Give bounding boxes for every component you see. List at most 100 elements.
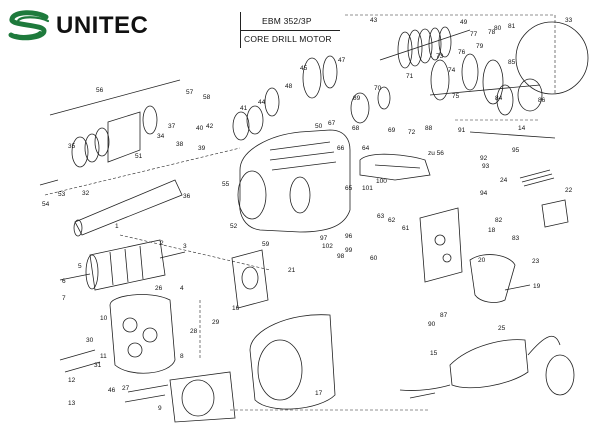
brush-holder-19 — [469, 254, 516, 303]
part-number-66: 66 — [337, 145, 345, 152]
part-number-86: 86 — [538, 97, 546, 104]
part-number-28: 28 — [190, 328, 198, 335]
part-number-54: 54 — [42, 201, 50, 208]
part-number-11: 11 — [100, 353, 107, 360]
model-number: EBM 352/3P — [262, 16, 312, 26]
part-number-16: 16 — [232, 305, 240, 312]
part-number-19: 19 — [533, 283, 541, 290]
part-number-56: 56 — [96, 87, 104, 94]
unitec-logo-icon — [8, 10, 50, 41]
part-number-1: 1 — [115, 223, 119, 230]
part-number-83: 83 — [512, 235, 520, 242]
part-number-70: 70 — [374, 85, 382, 92]
cable-14 — [469, 131, 556, 139]
part-number-14: 14 — [518, 125, 526, 132]
part-number-89: 89 — [353, 95, 361, 102]
part-number-10: 10 — [100, 315, 108, 322]
spring-24 — [519, 169, 555, 187]
part-number-73: 73 — [436, 53, 444, 60]
part-number-60: 60 — [370, 255, 378, 262]
bearing-set-56 — [49, 79, 181, 168]
part-number-35: 35 — [68, 143, 76, 150]
part-number-75: 75 — [452, 93, 460, 100]
motor-housing-17 — [249, 314, 336, 410]
part-number-58: 58 — [203, 94, 211, 101]
part-number-17: 17 — [315, 390, 323, 397]
part-number-79: 79 — [476, 43, 484, 50]
side-handle-100 — [359, 153, 431, 181]
part-number-18: 18 — [488, 227, 496, 234]
part-number-21: 21 — [288, 267, 296, 274]
part-number-22: 22 — [565, 187, 573, 194]
part-number-94: 94 — [480, 190, 488, 197]
part-number-29: 29 — [212, 319, 220, 326]
part-number-93: 93 — [482, 163, 490, 170]
part-number-77: 77 — [470, 31, 478, 38]
header-rule — [240, 30, 340, 31]
bracket-16 — [231, 249, 269, 309]
part-number-68: 68 — [352, 125, 360, 132]
part-number-88: 88 — [425, 125, 433, 132]
part-number-78: 78 — [488, 29, 496, 36]
part-number-91: 91 — [458, 127, 466, 134]
part-number-26: 26 — [155, 285, 163, 292]
part-number-13: 13 — [68, 400, 76, 407]
spindle-shaft-32 — [73, 179, 183, 237]
gear-stack-43 — [379, 26, 471, 69]
circlip-33 — [515, 21, 589, 95]
part-number-40: 40 — [196, 125, 204, 132]
assembly-guide-lines — [44, 14, 556, 411]
part-number-43: 43 — [370, 17, 378, 24]
part-number-65: 65 — [345, 185, 353, 192]
part-number-53: 53 — [58, 191, 66, 198]
part-number-85: 85 — [508, 59, 516, 66]
part-number-2: 2 — [160, 240, 164, 247]
part-number-74: 74 — [448, 67, 456, 74]
part-number-39: 39 — [198, 145, 206, 152]
part-number-80: 80 — [494, 25, 502, 32]
part-number-45: 45 — [300, 65, 308, 72]
part-number-82: 82 — [495, 217, 503, 224]
cable-assembly-25 — [399, 335, 575, 396]
gears-left — [232, 55, 391, 141]
part-number-102: 102 — [322, 243, 333, 250]
part-number-71: 71 — [406, 73, 414, 80]
part-number-98: 98 — [337, 253, 345, 260]
part-number-25: 25 — [498, 325, 506, 332]
part-number-59: 59 — [262, 241, 270, 248]
part-number-51: 51 — [135, 153, 143, 160]
part-number-32: 32 — [82, 190, 90, 197]
part-number-99: 99 — [345, 247, 353, 254]
part-number-7: 7 — [62, 295, 66, 302]
brand-logo: UNITEC — [6, 6, 148, 46]
part-number-50: 50 — [315, 123, 323, 130]
part-number-33: 33 — [565, 17, 573, 24]
part-number-87: 87 — [440, 312, 448, 319]
part-number-8: 8 — [180, 353, 184, 360]
electronics-plate-18 — [419, 207, 463, 283]
part-number-12: 12 — [68, 377, 76, 384]
part-number-24: 24 — [500, 177, 508, 184]
armature-1 — [59, 239, 186, 291]
part-number-47: 47 — [338, 57, 346, 64]
part-number-36: 36 — [183, 193, 191, 200]
part-number-64: 64 — [362, 145, 370, 152]
part-number-52: 52 — [230, 223, 238, 230]
part-number-69: 69 — [388, 127, 396, 134]
part-number-38: 38 — [176, 141, 184, 148]
part-number-81: 81 — [508, 23, 516, 30]
part-number-23: 23 — [532, 258, 540, 265]
brand-name: UNITEC — [56, 12, 149, 39]
part-number-97: 97 — [320, 235, 328, 242]
diagram-title: CORE DRILL MOTOR — [244, 34, 332, 44]
part-number-15: 15 — [430, 350, 438, 357]
part-number-4: 4 — [180, 285, 184, 292]
part-number-100: 100 — [376, 178, 387, 185]
field-coil-8 — [169, 371, 236, 423]
part-number-90: 90 — [428, 321, 436, 328]
part-number-6: 6 — [62, 278, 66, 285]
part-number-57: 57 — [186, 89, 194, 96]
